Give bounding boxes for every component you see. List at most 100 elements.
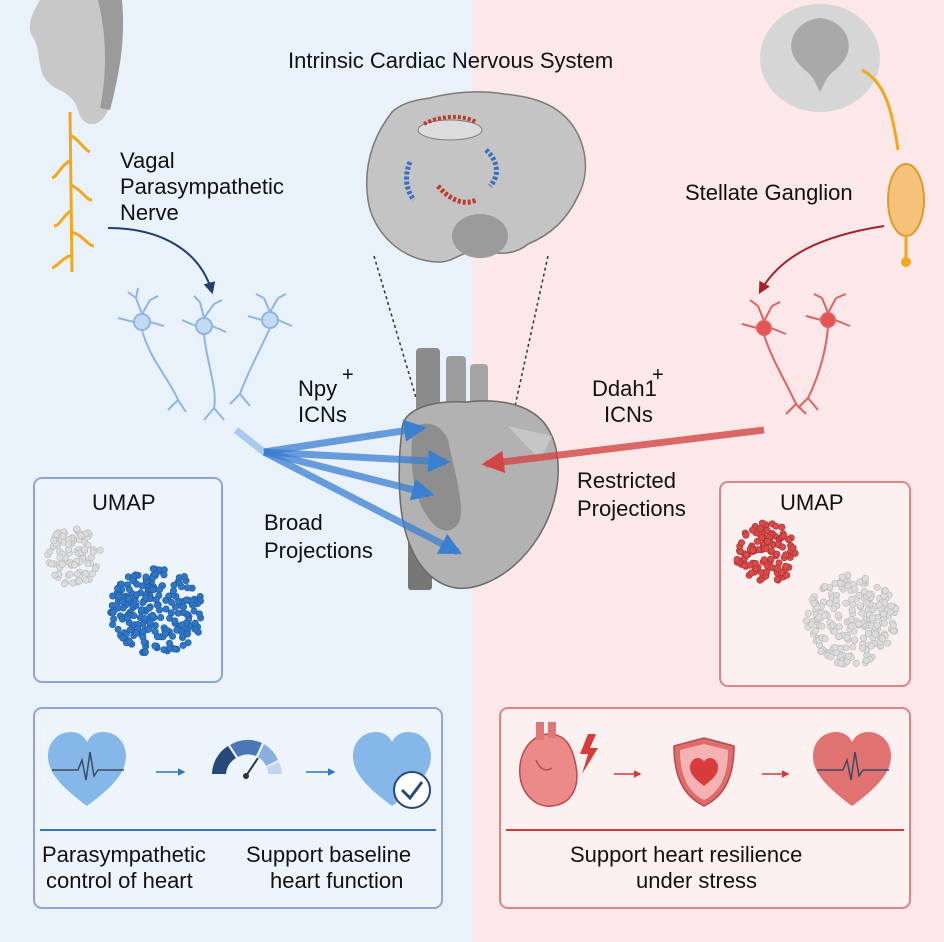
- outcome-panel-left: [33, 707, 443, 909]
- umap-point: [180, 603, 188, 611]
- umap-point: [855, 591, 863, 599]
- umap-point: [820, 612, 828, 620]
- umap-point: [91, 565, 99, 573]
- umap-point: [82, 569, 90, 577]
- umap-point: [160, 571, 168, 579]
- broad-label-line1: Broad: [264, 510, 323, 535]
- umap-point: [835, 632, 843, 640]
- umap-point: [778, 523, 786, 531]
- shield-heart-icon: [673, 737, 735, 807]
- umap-point: [153, 601, 161, 609]
- outcome-left-1-line2: control of heart: [46, 868, 193, 893]
- restricted-projection-arrow: [481, 426, 765, 473]
- umap-point: [65, 540, 73, 548]
- umap-point: [784, 536, 792, 544]
- umap-point: [844, 652, 852, 660]
- vagal-label-line2: Parasympathetic: [120, 174, 284, 199]
- umap-point: [81, 545, 89, 553]
- umap-point: [119, 597, 127, 605]
- umap-cluster-gray-left: [44, 525, 104, 588]
- umap-point: [748, 526, 756, 534]
- umap-point: [860, 634, 868, 642]
- umap-point: [873, 621, 881, 629]
- umap-point: [119, 604, 127, 612]
- umap-point: [747, 569, 755, 577]
- umap-point: [119, 634, 127, 642]
- umap-point: [858, 644, 866, 652]
- umap-point: [881, 587, 889, 595]
- umap-point: [830, 605, 838, 613]
- umap-point: [749, 546, 757, 554]
- umap-point: [162, 605, 170, 613]
- umap-point: [737, 539, 745, 547]
- umap-point: [59, 532, 67, 540]
- vagal-input-arrow: [107, 227, 216, 295]
- umap-point: [861, 574, 869, 582]
- umap-point: [767, 547, 775, 555]
- umap-point: [751, 559, 759, 567]
- umap-point: [831, 628, 839, 636]
- umap-point: [69, 579, 77, 587]
- umap-point: [837, 659, 845, 667]
- umap-point: [848, 616, 856, 624]
- outcome-right-line2: under stress: [636, 868, 758, 893]
- umap-point: [802, 617, 810, 625]
- umap-point: [140, 638, 148, 646]
- umap-point: [780, 532, 788, 540]
- umap-title-right: UMAP: [780, 490, 844, 515]
- umap-point: [151, 642, 159, 650]
- damaged-heart-icon: [519, 722, 578, 807]
- zoom-line-right: [507, 255, 549, 439]
- umap-point: [166, 639, 174, 647]
- gauge-icon: [212, 739, 282, 779]
- umap-point: [58, 560, 66, 568]
- umap-point: [109, 620, 117, 628]
- umap-point: [73, 525, 81, 533]
- umap-point: [848, 595, 856, 603]
- umap-point: [860, 587, 868, 595]
- diagram-title: Intrinsic Cardiac Nervous System: [288, 48, 614, 73]
- umap-point: [782, 551, 790, 559]
- ecg-heart-icon: [813, 732, 891, 806]
- umap-point: [733, 555, 741, 563]
- umap-point: [811, 627, 819, 635]
- npy-label: Npy: [298, 376, 338, 401]
- umap-point: [843, 634, 851, 642]
- umap-point: [156, 586, 164, 594]
- umap-point: [48, 560, 56, 568]
- umap-point: [131, 597, 139, 605]
- broad-label-line2: Projections: [264, 538, 373, 563]
- umap-point: [50, 537, 58, 545]
- umap-point: [161, 630, 169, 638]
- umap-point: [867, 642, 875, 650]
- umap-point: [138, 606, 146, 614]
- umap-point: [191, 625, 199, 633]
- umap-point: [141, 614, 149, 622]
- umap-point: [851, 636, 859, 644]
- umap-point: [129, 576, 137, 584]
- umap-point: [856, 602, 864, 610]
- stellate-ganglion-icon: [861, 68, 925, 267]
- umap-point: [832, 596, 840, 604]
- umap-point: [791, 549, 799, 557]
- umap-point: [145, 625, 153, 633]
- umap-point: [849, 643, 857, 651]
- umap-point: [834, 611, 842, 619]
- umap-point: [96, 546, 104, 554]
- vagal-label-line3: Nerve: [120, 200, 179, 225]
- umap-point: [149, 611, 157, 619]
- heart-check-icon: [353, 732, 431, 809]
- umap-point: [82, 576, 90, 584]
- umap-point: [151, 628, 159, 636]
- ddah1-neurons-icon: [741, 293, 851, 415]
- umap-point: [835, 623, 843, 631]
- umap-cluster-npy: [107, 565, 205, 657]
- umap-point: [855, 620, 863, 628]
- umap-point: [763, 568, 771, 576]
- umap-point: [887, 602, 895, 610]
- umap-point: [142, 594, 150, 602]
- outcome-left-2-line2: heart function: [270, 868, 404, 893]
- umap-point: [170, 587, 178, 595]
